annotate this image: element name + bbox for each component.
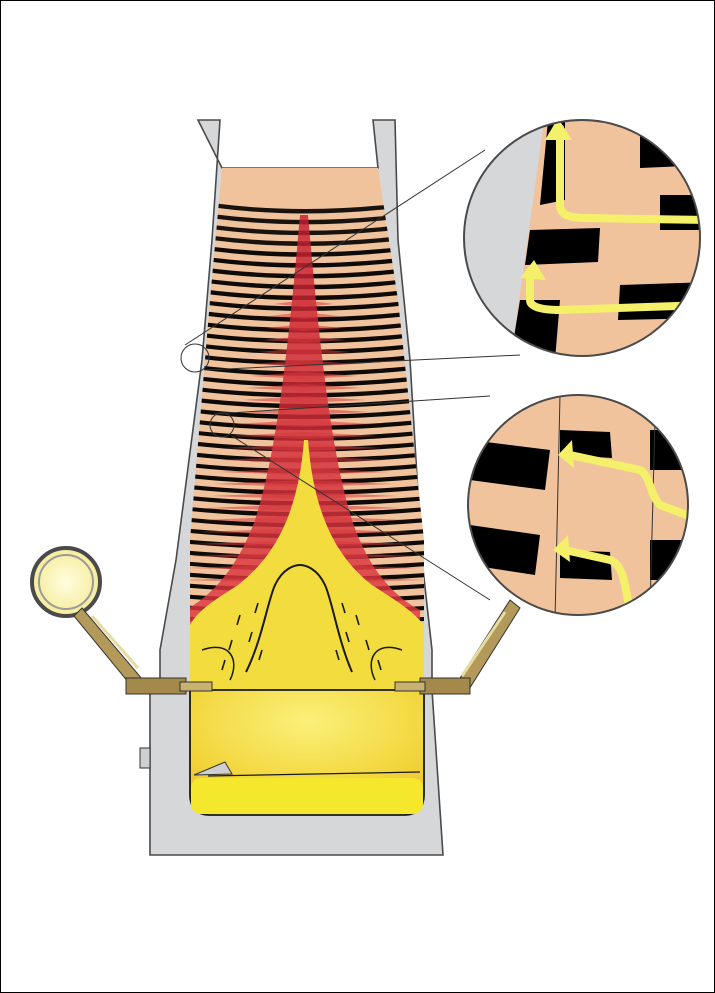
magnifier-upper [460,115,710,365]
magnifier-lower [465,390,700,620]
taphole-fitting [140,748,150,768]
